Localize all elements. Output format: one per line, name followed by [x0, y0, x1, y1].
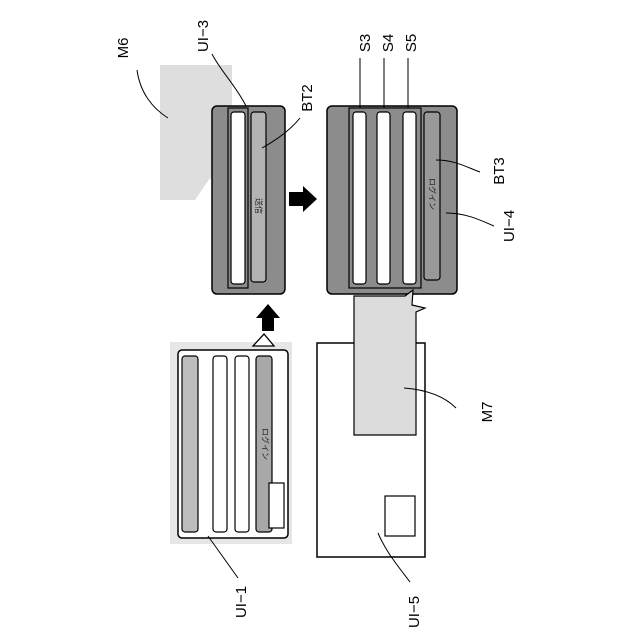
- ui-4-login-button-text: ログイン: [428, 178, 438, 210]
- label-ui-5: UI−5: [406, 596, 423, 628]
- label-s5: S5: [403, 34, 420, 52]
- up-arrow-solid: [256, 304, 280, 331]
- ui-1-column-2: [213, 356, 227, 532]
- ui-3-send-button[interactable]: [251, 112, 266, 282]
- ui-1-small-box: [269, 483, 284, 528]
- ui-1-column-1: [182, 356, 198, 532]
- screen-ui-1: ログイン UI−1: [170, 342, 292, 618]
- label-ui-3: UI−3: [195, 20, 212, 52]
- up-arrow: [253, 304, 280, 346]
- ui-3-white-column: [231, 112, 245, 284]
- ui-4-field-s5: [403, 112, 416, 284]
- screen-ui-3: 送信 UI−3 BT2: [195, 20, 316, 294]
- label-bt3: BT3: [491, 157, 508, 185]
- label-s3: S3: [357, 34, 374, 52]
- label-m7: M7: [479, 402, 496, 423]
- label-s4: S4: [380, 34, 397, 52]
- ui-5-small-box: [385, 496, 415, 536]
- m7-callout-shape: [354, 290, 425, 435]
- screen-ui-4: ログイン S3 S4 S5 BT3 UI−4: [327, 34, 518, 294]
- ui-4-field-s4: [377, 112, 390, 284]
- label-bt2: BT2: [299, 84, 316, 112]
- label-m6: M6: [115, 38, 132, 59]
- label-ui-4: UI−4: [501, 210, 518, 242]
- ui-3-send-button-text: 送信: [254, 198, 264, 214]
- ui-1-login-button-text: ログイン: [261, 428, 271, 460]
- ui-4-field-s3: [353, 112, 366, 284]
- label-ui-1: UI−1: [233, 586, 250, 618]
- right-arrow: [289, 186, 317, 212]
- up-arrow-outline-triangle: [253, 334, 274, 346]
- ui-1-column-3: [235, 356, 249, 532]
